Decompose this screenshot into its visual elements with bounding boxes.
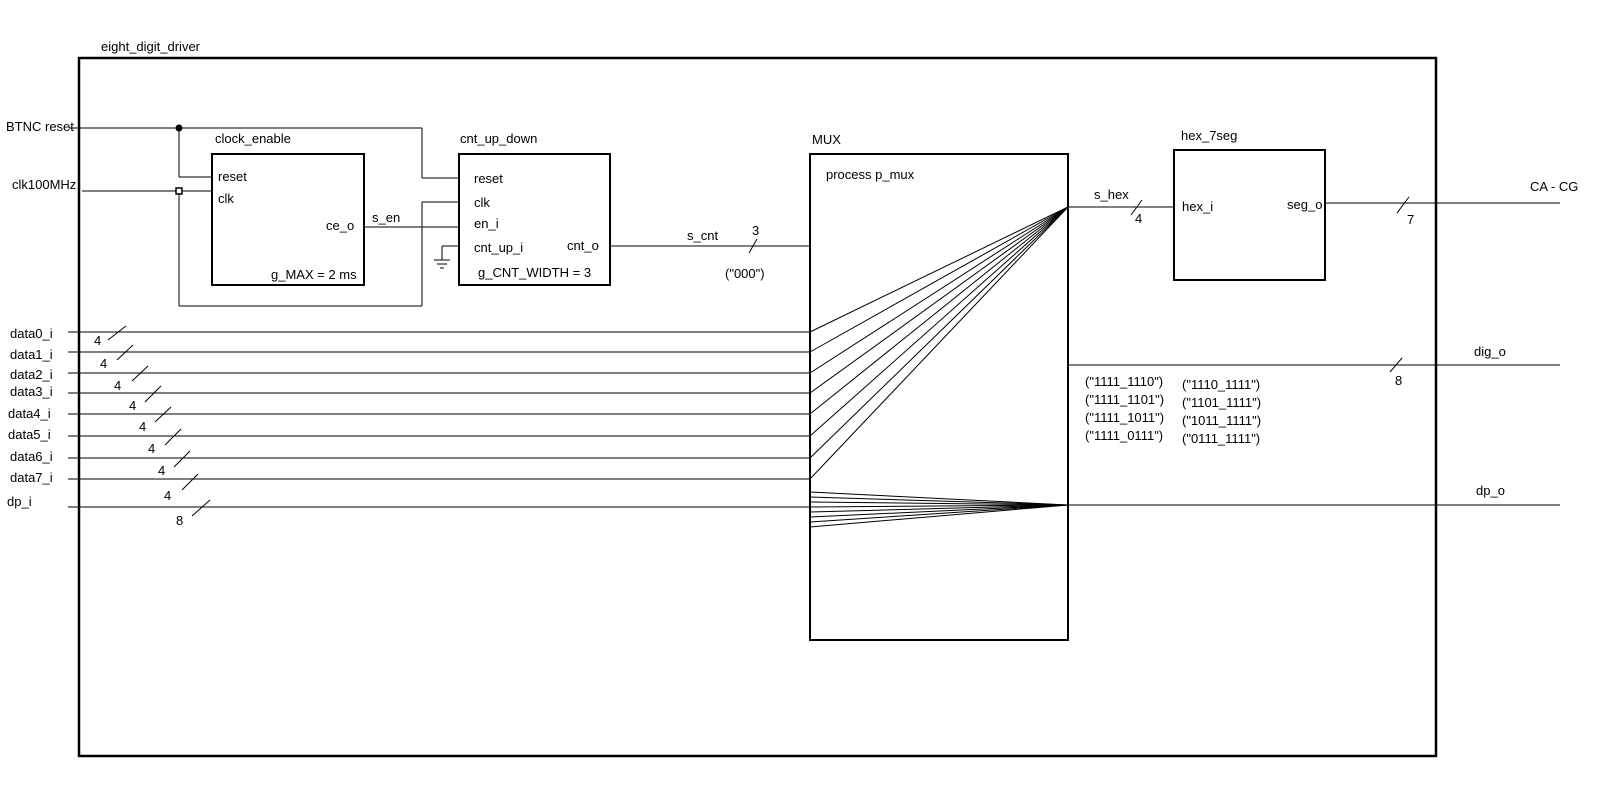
counter-dir-port: cnt_up_i [474, 240, 523, 255]
fan-dp-3 [809, 504, 1069, 508]
s-cnt-label: s_cnt [687, 228, 718, 243]
mux-dp-fan [809, 491, 1069, 528]
hex7seg-name: hex_7seg [1181, 128, 1237, 143]
mux-hex-fan [809, 206, 1069, 480]
s-cnt-width-mark [748, 238, 758, 254]
fan-dp-2 [809, 501, 1069, 506]
s-cnt-init-value: ("000") [725, 266, 765, 281]
dig-value: ("1101_1111") [1182, 395, 1261, 410]
data0-label: data0_i [10, 326, 53, 341]
counter-en-port: en_i [474, 216, 499, 231]
dig-value: ("1111_0111") [1085, 428, 1163, 443]
data1-width: 4 [100, 356, 107, 371]
dig-value: ("1110_1111") [1182, 377, 1260, 392]
mux-name: MUX [812, 132, 841, 147]
hex7seg-in-port: hex_i [1182, 199, 1213, 214]
data4-label: data4_i [8, 406, 51, 421]
fan-dp-1 [809, 496, 1069, 506]
seg-width-mark [1396, 196, 1410, 214]
s-hex-width-mark [1130, 199, 1143, 216]
dig-width-mark [1389, 357, 1403, 373]
s-hex-label: s_hex [1094, 187, 1129, 202]
fan-hex-0 [809, 206, 1069, 333]
data1-label: data1_i [10, 347, 53, 362]
mux-process-name: process p_mux [826, 167, 915, 182]
fan-hex-5 [809, 206, 1069, 437]
dig-values: ("1111_1110") ("1111_1101") ("1111_1011"… [1085, 374, 1261, 446]
dig-value: ("0111_1111") [1182, 431, 1260, 446]
counter-clk-port: clk [474, 195, 490, 210]
data2-width-mark [131, 365, 149, 382]
seg-width: 7 [1407, 212, 1414, 227]
dp-output-label: dp_o [1476, 483, 1505, 498]
data5-label: data5_i [8, 427, 51, 442]
clock-enable-ce-port: ce_o [326, 218, 354, 233]
clk-input-label: clk100MHz [12, 177, 76, 192]
clock-enable-clk-port: clk [218, 191, 234, 206]
clk-junction [175, 187, 183, 195]
dig-value: ("1111_1011") [1085, 410, 1164, 425]
fan-hex-3 [809, 206, 1069, 394]
fan-dp-7 [809, 504, 1069, 528]
fan-dp-0 [809, 491, 1069, 506]
fan-hex-6 [809, 206, 1069, 459]
counter-generic: g_CNT_WIDTH = 3 [478, 265, 591, 280]
fan-hex-7 [809, 206, 1069, 480]
top-level-name: eight_digit_driver [101, 39, 201, 54]
dig-value: ("1111_1110") [1085, 374, 1163, 389]
hex7seg-block [1173, 149, 1326, 281]
counter-name: cnt_up_down [460, 131, 537, 146]
fan-dp-6 [809, 504, 1069, 523]
data4-width-mark [154, 406, 172, 423]
data0-width-mark [107, 325, 127, 341]
mux-block [809, 153, 1069, 641]
s-hex-width: 4 [1135, 211, 1142, 226]
seg-output-label: CA - CG [1530, 179, 1578, 194]
data5-width: 4 [148, 441, 155, 456]
data6-label: data6_i [10, 449, 53, 464]
hex7seg-out-port: seg_o [1287, 197, 1322, 212]
s-en-label: s_en [372, 210, 400, 225]
dig-output-label: dig_o [1474, 344, 1506, 359]
clock-enable-block [211, 153, 365, 286]
clock-enable-generic: g_MAX = 2 ms [271, 267, 357, 282]
clock-enable-name: clock_enable [215, 131, 291, 146]
data-input-buses: data0_i 4 data1_i 4 data2_i 4 data3_i 4 … [8, 325, 810, 503]
data0-width: 4 [94, 333, 101, 348]
fan-hex-4 [809, 206, 1069, 415]
data7-width: 4 [164, 488, 171, 503]
data7-width-mark [181, 473, 199, 491]
s-cnt-width: 3 [752, 223, 759, 238]
reset-input-label: BTNC reset [6, 119, 74, 134]
data6-width-mark [173, 450, 191, 468]
data3-label: data3_i [10, 384, 53, 399]
top-level-frame [77, 56, 1438, 758]
data5-width-mark [164, 428, 182, 446]
data2-label: data2_i [10, 367, 53, 382]
data4-width: 4 [139, 419, 146, 434]
fan-hex-2 [809, 206, 1069, 374]
data3-width-mark [144, 385, 162, 403]
dp-input-label: dp_i [7, 494, 32, 509]
data7-label: data7_i [10, 470, 53, 485]
dp-input-width: 8 [176, 513, 183, 528]
clock-enable-reset-port: reset [218, 169, 247, 184]
counter-reset-port: reset [474, 171, 503, 186]
data3-width: 4 [129, 398, 136, 413]
data2-width: 4 [114, 378, 121, 393]
dp-input-width-mark [191, 499, 211, 517]
fan-dp-5 [809, 504, 1069, 518]
counter-out-port: cnt_o [567, 238, 599, 253]
counter-block [458, 153, 611, 286]
fan-hex-1 [809, 206, 1069, 353]
data1-width-mark [116, 344, 134, 361]
dig-width: 8 [1395, 373, 1402, 388]
dig-value: ("1011_1111") [1182, 413, 1261, 428]
fan-dp-4 [809, 504, 1069, 513]
dig-value: ("1111_1101") [1085, 392, 1164, 407]
data6-width: 4 [158, 463, 165, 478]
